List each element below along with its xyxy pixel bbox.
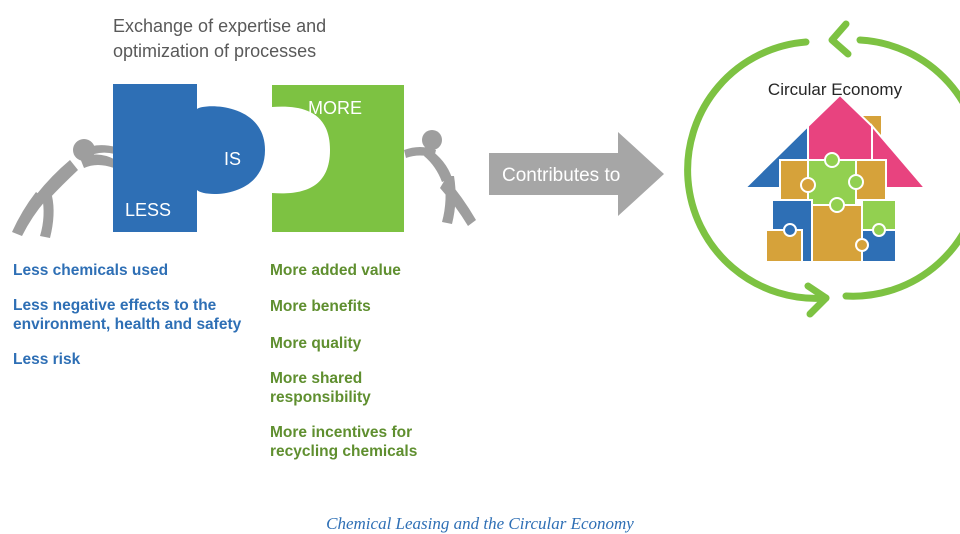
more-item: More incentives for recycling chemicals xyxy=(270,424,418,460)
less-item: Less negative effects to the environment… xyxy=(13,297,242,333)
heading-line-2: optimization of processes xyxy=(113,41,317,61)
puzzle-house xyxy=(742,93,928,263)
more-item: More added value xyxy=(270,262,401,279)
more-list: More added value More benefits More qual… xyxy=(270,261,490,461)
green-puzzle-piece xyxy=(272,85,404,232)
less-item: Less risk xyxy=(13,351,81,368)
more-item: More benefits xyxy=(270,298,371,315)
less-list: Less chemicals used Less negative effect… xyxy=(13,261,258,369)
circular-arrowheads xyxy=(804,20,852,318)
diagram-caption: Chemical Leasing and the Circular Econom… xyxy=(326,514,634,533)
more-item: More shared responsibility xyxy=(270,370,371,406)
blue-puzzle-piece xyxy=(113,84,265,232)
circular-economy-label: Circular Economy xyxy=(767,80,903,99)
more-label: MORE xyxy=(308,98,362,118)
more-item: More quality xyxy=(270,335,362,352)
less-label: LESS xyxy=(125,200,171,220)
contributes-arrow-label: Contributes to xyxy=(502,165,620,186)
is-label: IS xyxy=(224,149,241,169)
less-item: Less chemicals used xyxy=(13,262,169,279)
contributes-arrow xyxy=(489,132,664,216)
heading-line-1: Exchange of expertise and xyxy=(113,16,327,36)
circular-arrow-ring xyxy=(684,36,960,302)
diagram-heading: Exchange of expertise and optimization o… xyxy=(113,14,413,64)
left-pushing-figure xyxy=(12,139,116,238)
right-pushing-figure xyxy=(404,130,476,226)
